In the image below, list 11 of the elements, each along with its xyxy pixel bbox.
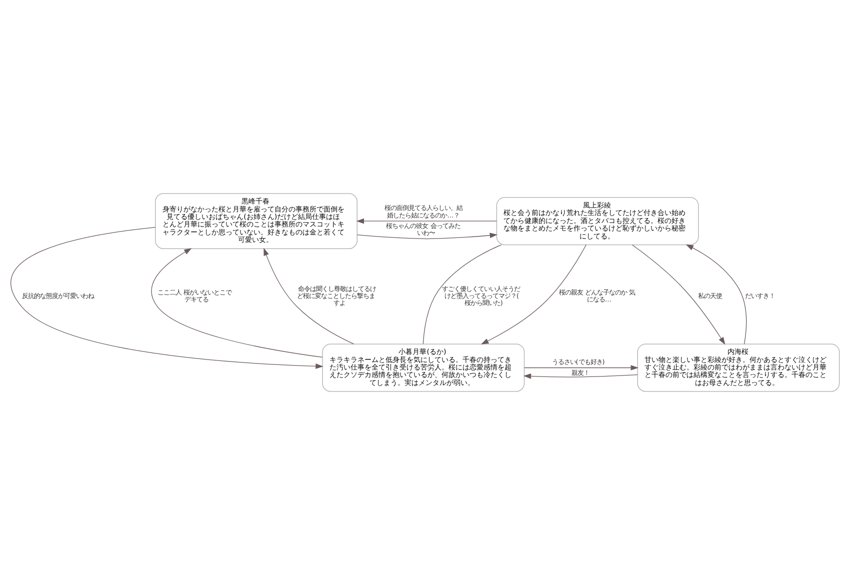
arrow <box>524 364 638 370</box>
arrow <box>686 244 747 344</box>
arrow <box>264 247 354 344</box>
arrow <box>356 218 497 224</box>
arrow <box>356 232 498 239</box>
arrow <box>480 244 586 344</box>
arrow <box>523 373 638 378</box>
arrow <box>10 226 324 368</box>
arrow <box>151 248 323 358</box>
arrow <box>632 244 726 344</box>
connector <box>422 244 502 344</box>
